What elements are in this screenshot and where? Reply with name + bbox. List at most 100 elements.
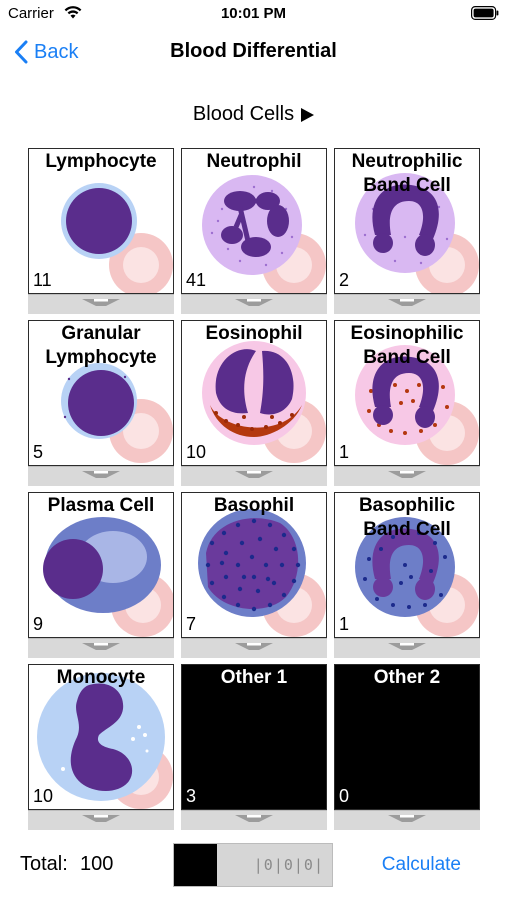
monocyte-illustration — [37, 673, 173, 809]
tile-monocyte[interactable]: Monocyte 10 — [28, 664, 174, 810]
cell-basophilic-band: Basophilic Band Cell 1 — [334, 492, 480, 658]
cell-neutrophilic-band: Neutrophilic Band Cell 2 — [334, 148, 480, 314]
cell-monocyte: Monocyte 10 — [28, 664, 174, 830]
cell-counter-grid: Lymphocyte 11 Neutrophil — [28, 148, 480, 832]
decrement-handle[interactable] — [334, 294, 480, 314]
chevron-down-icon — [235, 471, 273, 478]
decrement-handle[interactable] — [181, 638, 327, 658]
back-button[interactable]: Back — [14, 38, 78, 66]
cell-label: Neutrophilic Band Cell — [351, 151, 463, 196]
page-title: Blood Differential — [170, 40, 337, 62]
total-label: Total: — [20, 853, 68, 875]
cell-count: 1 — [339, 442, 350, 462]
cell-count: 0 — [339, 786, 350, 806]
chevron-down-icon — [82, 643, 120, 650]
granular-lymphocyte-illustration — [61, 363, 173, 463]
chevron-down-icon — [388, 815, 426, 822]
battery-icon — [471, 6, 499, 20]
tile-basophilic-band[interactable]: Basophilic Band Cell 1 — [334, 492, 480, 638]
decrement-handle[interactable] — [28, 638, 174, 658]
cell-count: 10 — [186, 442, 207, 462]
cell-count: 1 — [339, 614, 350, 634]
play-icon — [301, 107, 315, 122]
cell-eosinophilic-band: Eosinophilic Band Cell 1 — [334, 320, 480, 486]
cell-count: 5 — [33, 442, 44, 462]
cell-basophil: Basophil 7 — [181, 492, 327, 658]
cell-label: Other 2 — [373, 667, 441, 688]
chevron-down-icon — [388, 299, 426, 306]
cell-other-2: Other 2 0 — [334, 664, 480, 830]
count-progress-bar: |0|0|0| — [173, 843, 333, 887]
neutrophil-illustration — [202, 175, 326, 293]
plasma-cell-illustration — [43, 517, 173, 637]
cell-other-1: Other 1 3 — [181, 664, 327, 830]
decrement-handle[interactable] — [334, 466, 480, 486]
cell-label: Granular Lymphocyte — [45, 323, 157, 368]
cell-count: 41 — [186, 270, 207, 290]
cell-label: Monocyte — [56, 667, 146, 688]
eosinophilic-band-illustration — [355, 345, 479, 465]
cell-set-selector[interactable]: Blood Cells — [0, 103, 507, 126]
tally-display: |0|0|0| — [253, 856, 324, 874]
decrement-handle[interactable] — [334, 638, 480, 658]
total-value: 100 — [80, 853, 114, 875]
tile-eosinophil[interactable]: Eosinophil 10 — [181, 320, 327, 466]
decrement-handle[interactable] — [28, 294, 174, 314]
cell-label: Neutrophil — [206, 151, 302, 172]
cell-count: 9 — [33, 614, 44, 634]
decrement-handle[interactable] — [28, 466, 174, 486]
tile-other-2[interactable]: Other 2 0 — [334, 664, 480, 810]
decrement-handle[interactable] — [334, 810, 480, 830]
chevron-down-icon — [82, 299, 120, 306]
chevron-down-icon — [235, 815, 273, 822]
cell-label: Eosinophilic Band Cell — [350, 323, 464, 368]
decrement-handle[interactable] — [181, 466, 327, 486]
tile-basophil[interactable]: Basophil 7 — [181, 492, 327, 638]
cell-plasma-cell: Plasma Cell 9 — [28, 492, 174, 658]
back-label: Back — [34, 40, 79, 63]
cell-count: 11 — [33, 270, 52, 290]
basophilic-band-illustration — [355, 517, 479, 637]
decrement-handle[interactable] — [28, 810, 174, 830]
cell-neutrophil: Neutrophil 41 — [181, 148, 327, 314]
wifi-icon — [64, 6, 82, 19]
tile-neutrophil[interactable]: Neutrophil 41 — [181, 148, 327, 294]
cell-granular-lymphocyte: Granular Lymphocyte 5 — [28, 320, 174, 486]
cell-label: Other 1 — [220, 667, 288, 688]
tile-other-1[interactable]: Other 1 3 — [181, 664, 327, 810]
chevron-down-icon — [388, 643, 426, 650]
footer-bar: Total: 100 |0|0|0| Calculate — [0, 843, 507, 889]
tile-lymphocyte[interactable]: Lymphocyte 11 — [28, 148, 174, 294]
cell-eosinophil: Eosinophil 10 — [181, 320, 327, 486]
tile-eosinophilic-band[interactable]: Eosinophilic Band Cell 1 — [334, 320, 480, 466]
tile-plasma-cell[interactable]: Plasma Cell 9 — [28, 492, 174, 638]
navigation-bar: Back Blood Differential — [0, 28, 507, 76]
chevron-left-icon — [15, 40, 28, 64]
cell-label: Eosinophil — [205, 323, 303, 344]
section-title: Blood Cells — [192, 103, 295, 125]
neutrophilic-band-illustration — [355, 173, 479, 293]
tile-granular-lymphocyte[interactable]: Granular Lymphocyte 5 — [28, 320, 174, 466]
carrier-label: Carrier — [8, 5, 54, 22]
decrement-handle[interactable] — [181, 294, 327, 314]
cell-count: 7 — [186, 614, 197, 634]
cell-count: 3 — [186, 786, 197, 806]
cell-count: 2 — [339, 270, 350, 290]
decrement-handle[interactable] — [181, 810, 327, 830]
tile-neutrophilic-band[interactable]: Neutrophilic Band Cell 2 — [334, 148, 480, 294]
calculate-button[interactable]: Calculate — [381, 854, 461, 875]
chevron-down-icon — [82, 471, 120, 478]
cell-label: Basophil — [213, 495, 295, 516]
cell-label: Plasma Cell — [47, 495, 155, 516]
chevron-down-icon — [82, 815, 120, 822]
cell-count: 10 — [33, 786, 54, 806]
basophil-illustration — [198, 509, 326, 637]
chevron-down-icon — [235, 299, 273, 306]
cell-lymphocyte: Lymphocyte 11 — [28, 148, 174, 314]
progress-fill — [174, 844, 217, 886]
lymphocyte-illustration — [61, 183, 173, 293]
chevron-down-icon — [235, 643, 273, 650]
eosinophil-illustration — [202, 341, 326, 463]
clock: 10:01 PM — [220, 5, 287, 22]
cell-label: Lymphocyte — [45, 151, 157, 172]
